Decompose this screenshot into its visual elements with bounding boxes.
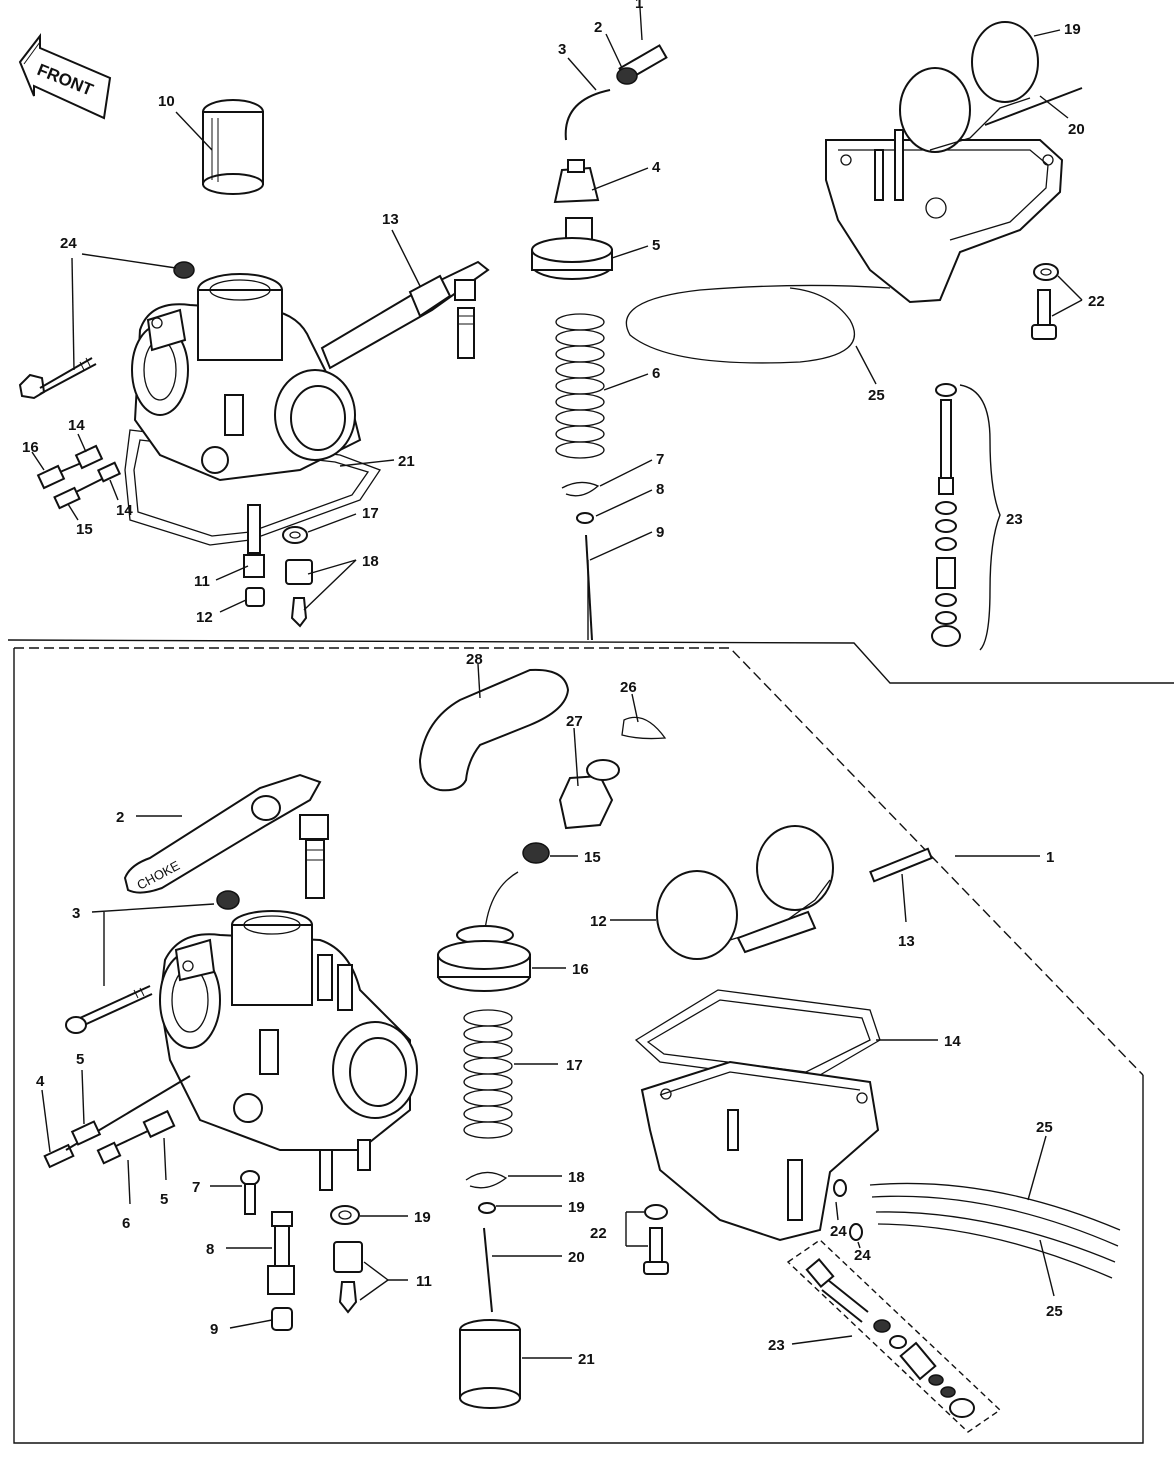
upper-callout-7: 7 (656, 451, 664, 468)
upper-callouts: 1 2 3 4 5 6 7 8 9 10 13 14 14 15 16 17 1… (22, 0, 1105, 640)
upper-callout-21: 21 (398, 453, 415, 470)
lower-callout-18: 18 (568, 1169, 585, 1186)
lower-callout-6: 6 (122, 1215, 130, 1232)
lower-callout-23: 23 (768, 1337, 785, 1354)
lower-callout-24b: 24 (854, 1247, 871, 1264)
lower-callout-17: 17 (566, 1057, 583, 1074)
lower-callout-20: 20 (568, 1249, 585, 1266)
upper-callout-4: 4 (652, 159, 661, 176)
lower-callout-11: 11 (416, 1273, 432, 1290)
upper-callout-1: 1 (635, 0, 643, 12)
upper-callout-6: 6 (652, 365, 660, 382)
upper-callout-18: 18 (362, 553, 379, 570)
upper-callout-10: 10 (158, 93, 175, 110)
upper-callout-22: 22 (1088, 293, 1105, 310)
upper-callout-24: 24 (60, 235, 77, 252)
upper-screw-24 (18, 261, 195, 400)
lower-carburetor-body (43, 890, 418, 1331)
diagram-frame (7, 639, 1174, 1444)
upper-throttle-slide-10 (202, 99, 264, 195)
lower-callouts: 1 2 3 4 5 5 6 7 8 9 11 12 13 14 15 16 17 (36, 651, 1063, 1368)
lower-callout-12: 12 (590, 913, 607, 930)
upper-callout-15: 15 (76, 521, 93, 538)
lower-callout-3: 3 (72, 905, 80, 922)
lower-callout-19a: 19 (568, 1199, 585, 1216)
lower-callout-26: 26 (620, 679, 637, 696)
upper-callout-13: 13 (382, 211, 399, 228)
lower-callout-28: 28 (466, 651, 483, 668)
upper-pilot-screws (36, 444, 122, 510)
upper-callout-19: 19 (1064, 21, 1081, 38)
upper-callout-9: 9 (656, 524, 664, 541)
lower-callout-4: 4 (36, 1073, 45, 1090)
upper-callout-16: 16 (22, 439, 39, 456)
upper-float-bowl (625, 21, 1083, 651)
lower-callout-15: 15 (584, 849, 601, 866)
lower-callout-5b: 5 (160, 1191, 168, 1208)
upper-throttle-assembly (531, 44, 668, 641)
lower-callout-24a: 24 (830, 1223, 847, 1240)
lower-callout-5a: 5 (76, 1051, 84, 1068)
lower-callout-1: 1 (1046, 849, 1054, 866)
upper-callout-5: 5 (652, 237, 660, 254)
lower-callout-27: 27 (566, 713, 583, 730)
lower-callout-14: 14 (944, 1033, 961, 1050)
upper-callout-25: 25 (868, 387, 885, 404)
lower-callout-25b: 25 (1046, 1303, 1063, 1320)
lower-callout-7: 7 (192, 1179, 200, 1196)
lower-callout-21: 21 (578, 1351, 595, 1368)
lower-throttle-assembly (418, 668, 669, 1409)
lower-callout-19b: 19 (414, 1209, 431, 1226)
upper-callout-20: 20 (1068, 121, 1085, 138)
upper-carburetor-body (124, 273, 381, 628)
upper-callout-2: 2 (594, 19, 602, 36)
lower-choke-lever-2: CHOKE (123, 773, 329, 899)
upper-callout-14b: 14 (116, 502, 133, 519)
lower-callout-22: 22 (590, 1225, 607, 1242)
upper-callout-8: 8 (656, 481, 664, 498)
lower-callout-13: 13 (898, 933, 915, 950)
upper-callout-11: 11 (194, 573, 210, 590)
lower-callout-2: 2 (116, 809, 124, 826)
upper-callout-12: 12 (196, 609, 213, 626)
front-direction-arrow: FRONT (18, 33, 112, 120)
upper-choke-lever-13 (320, 260, 490, 370)
lower-float-bowl (634, 825, 1121, 1433)
lower-callout-25a: 25 (1036, 1119, 1053, 1136)
upper-callout-17: 17 (362, 505, 379, 522)
lower-callout-8: 8 (206, 1241, 214, 1258)
upper-callout-3: 3 (558, 41, 566, 58)
upper-callout-14a: 14 (68, 417, 85, 434)
upper-callout-23: 23 (1006, 511, 1023, 528)
lower-callout-16: 16 (572, 961, 589, 978)
lower-callout-9: 9 (210, 1321, 218, 1338)
